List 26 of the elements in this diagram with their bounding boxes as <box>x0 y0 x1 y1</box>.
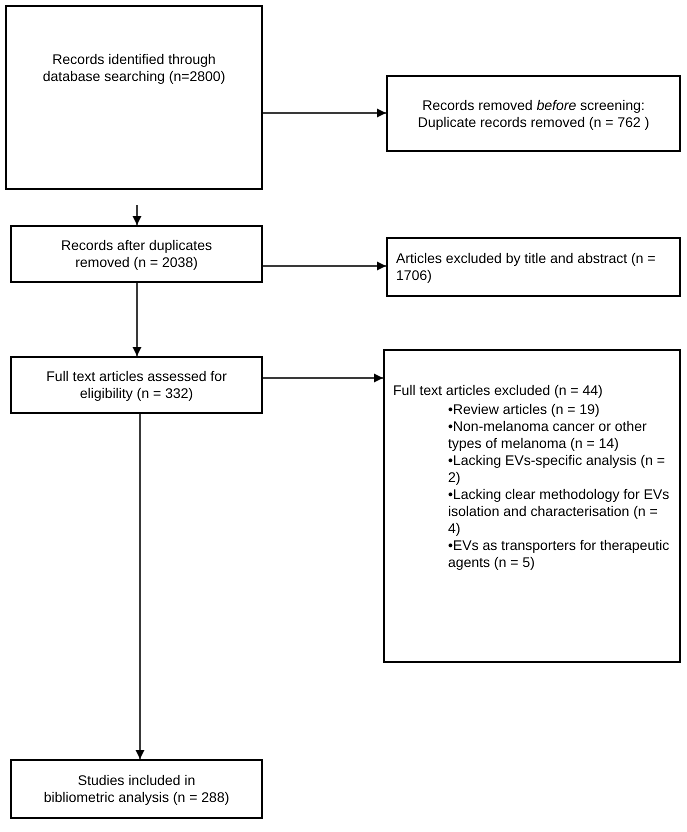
box-text: •Lacking EVs-specific analysis (n = 2) <box>447 452 666 486</box>
arrow <box>263 262 386 270</box>
box-text: Records identified through database searching (n=2800) <box>42 50 226 84</box>
process-box <box>386 75 681 152</box>
arrow <box>132 283 142 356</box>
box-text: •Non-melanoma cancer or other types of melanoma (n = 14) <box>447 418 648 452</box>
box-text: •EVs as transporters for therapeutic agents (n = 5) <box>447 536 670 570</box>
box-text: Studies included in bibliometric analysis (n = 288) <box>42 772 230 806</box>
box-text: Duplicate records removed (n = 762 ) <box>418 114 650 130</box>
process-box <box>10 356 263 414</box>
box-text: •Lacking clear methodology for EVs isolation and characterisation (n = 4) <box>447 486 670 536</box>
box-text: Articles excluded by title and abstract (n = 1706) <box>396 250 657 284</box>
box-text: Records removed before screening: <box>422 96 645 114</box>
arrow <box>136 414 144 759</box>
arrow <box>263 108 386 118</box>
process-box <box>383 349 681 663</box>
process-box <box>10 225 263 283</box>
box-text: Full text articles excluded (n = 44) <box>393 382 604 398</box>
process-box <box>386 237 681 297</box>
box-text: Records after duplicates removed (n = 2038) <box>60 237 213 271</box>
box-text: Full text articles assessed for eligibility (n = 332) <box>45 368 228 402</box>
arrow <box>132 205 142 225</box>
box-text: •Review articles (n = 19) <box>447 400 601 418</box>
arrow <box>263 374 383 382</box>
process-box <box>5 5 263 190</box>
process-box <box>10 759 263 819</box>
